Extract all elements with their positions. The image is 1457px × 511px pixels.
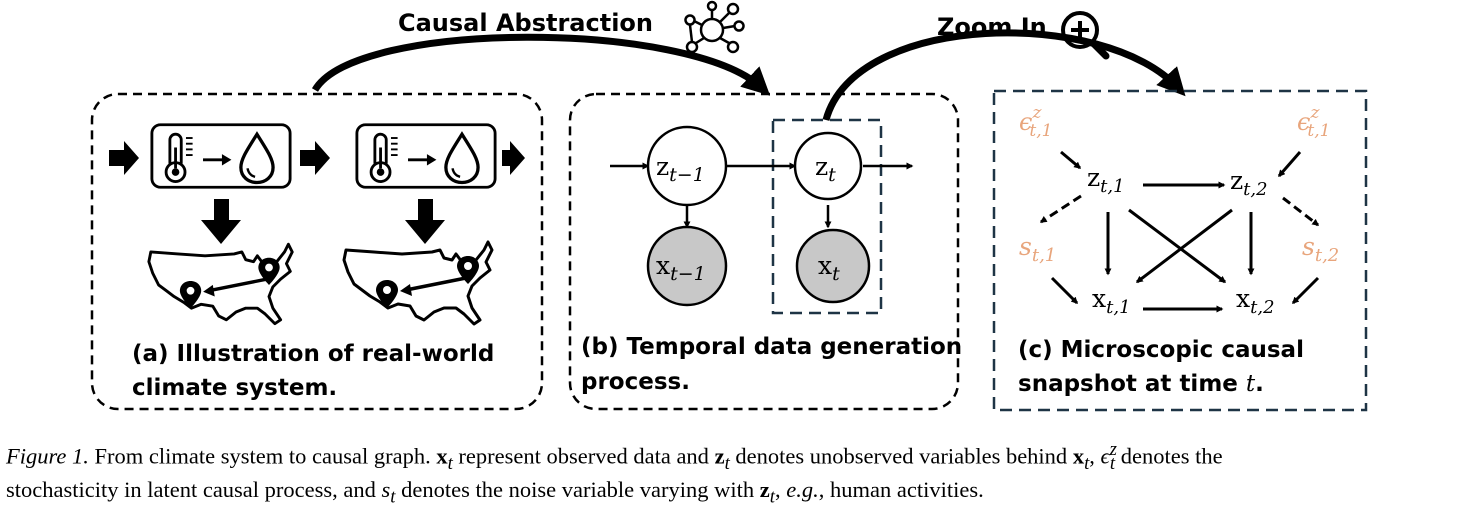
flow-arrow-icon bbox=[502, 141, 525, 175]
node-z-prev: zt−1 bbox=[646, 125, 728, 207]
causal-abstraction-arrow bbox=[311, 33, 771, 96]
flow-arrow-icon bbox=[109, 141, 139, 175]
panel-a-caption-line1: (a) Illustration of real-world bbox=[132, 341, 494, 367]
node-x-t1: xt,1 bbox=[1092, 284, 1131, 318]
us-map-icon bbox=[342, 240, 494, 326]
down-arrow-icon bbox=[405, 199, 445, 244]
down-arrow-icon bbox=[201, 199, 241, 244]
causal-abstraction-label: Causal Abstraction bbox=[398, 9, 653, 37]
node-s-t1: st,1 bbox=[1019, 232, 1056, 266]
svg-text:zt−1: zt−1 bbox=[656, 152, 705, 186]
panel-a-caption-line2: climate system. bbox=[132, 375, 337, 401]
svg-text:xt: xt bbox=[818, 251, 840, 285]
node-s-t2: st,2 bbox=[1302, 232, 1339, 266]
panel-a: (a) Illustration of real-world climate s… bbox=[90, 92, 544, 411]
network-icon bbox=[684, 0, 745, 54]
node-x-prev: xt−1 bbox=[646, 225, 728, 307]
us-map-icon bbox=[147, 242, 294, 326]
svg-text:zt: zt bbox=[815, 152, 836, 186]
panel-b: zt−1 zt xt−1 xt (b) Temporal data genera… bbox=[568, 92, 962, 411]
zoom-in-icon bbox=[1061, 11, 1110, 60]
climate-card-2 bbox=[355, 123, 497, 189]
climate-card-1 bbox=[150, 123, 292, 189]
caption-line-1: Figure 1. From climate system to causal … bbox=[6, 439, 1223, 474]
node-z-t: zt bbox=[793, 131, 863, 201]
panel-b-caption-line1: (b) Temporal data generation bbox=[581, 334, 962, 360]
panel-c-caption-line1: (c) Microscopic causal bbox=[1018, 337, 1304, 363]
node-x-t2: xt,2 bbox=[1236, 284, 1275, 318]
node-z-t2: zt,2 bbox=[1230, 166, 1268, 200]
panel-c-caption-line2: snapshot at time t. bbox=[1018, 371, 1264, 397]
figure-caption: Figure 1. From climate system to causal … bbox=[6, 437, 1457, 511]
panel-b-caption-line2: process. bbox=[581, 369, 690, 395]
zoom-in-label: Zoom In bbox=[937, 13, 1047, 41]
flow-arrow-icon bbox=[300, 141, 330, 175]
time-slice-box bbox=[771, 118, 883, 315]
zoom-in-arrow bbox=[822, 29, 1186, 121]
node-x-t: xt bbox=[795, 228, 871, 304]
caption-line-2: stochasticity in latent causal process, … bbox=[6, 477, 984, 508]
svg-text:xt−1: xt−1 bbox=[656, 251, 706, 285]
figure-diagram: Causal Abstraction Zoom In bbox=[90, 0, 1368, 412]
node-z-t1: zt,1 bbox=[1087, 163, 1125, 197]
